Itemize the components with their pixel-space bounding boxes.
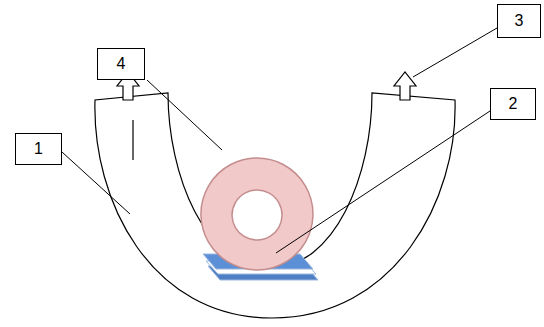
flow-line xyxy=(132,120,133,160)
callout-box: 3 xyxy=(497,4,541,38)
leader-line xyxy=(276,111,490,253)
leader-line xyxy=(147,80,222,150)
ring xyxy=(201,158,313,270)
leader-line xyxy=(62,152,130,214)
leader-line xyxy=(413,28,497,77)
flow-arrow xyxy=(394,72,416,100)
u-band xyxy=(95,93,455,318)
callout-box: 4 xyxy=(97,48,145,80)
callout-number: 1 xyxy=(34,140,43,158)
callout-number: 2 xyxy=(509,95,518,113)
callout-box: 2 xyxy=(490,88,536,120)
callout-number: 4 xyxy=(117,55,126,73)
callout-box: 1 xyxy=(15,133,62,165)
callout-number: 3 xyxy=(515,12,524,30)
leader-lines xyxy=(62,28,497,253)
